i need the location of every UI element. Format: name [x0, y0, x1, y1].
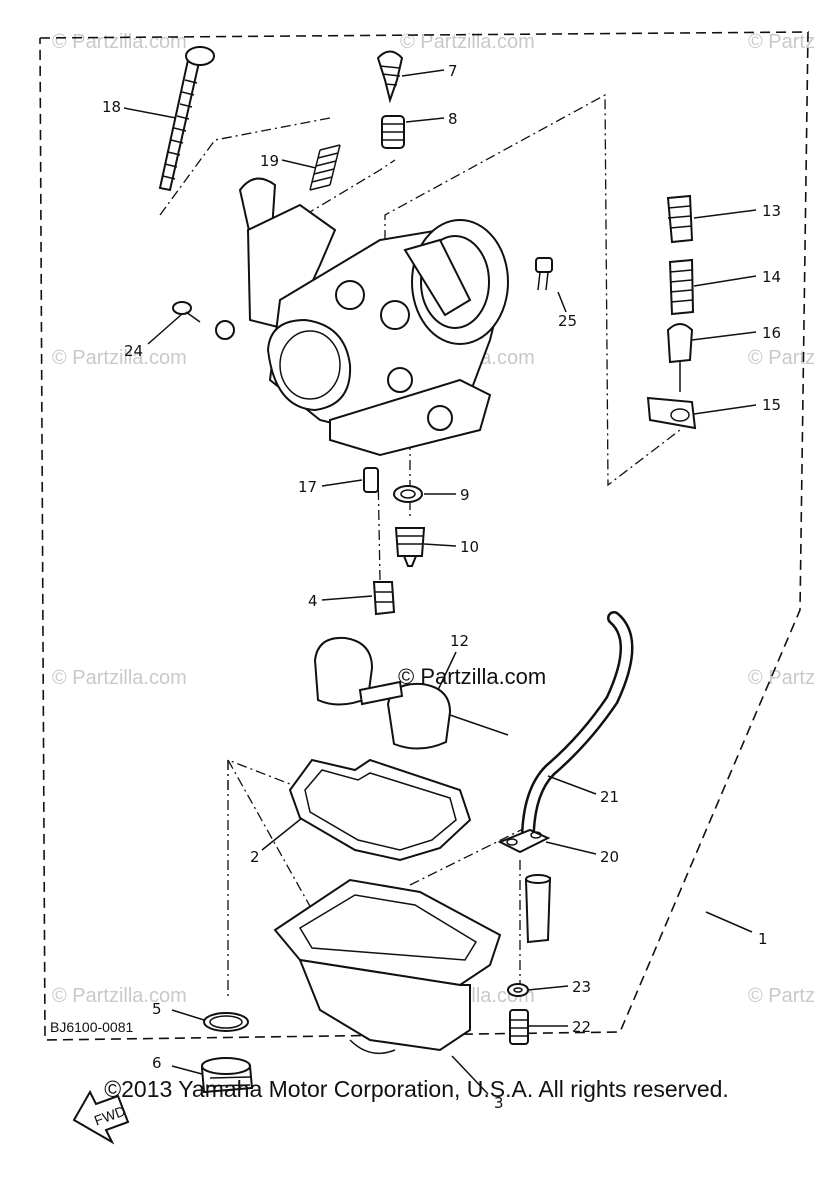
- callout-21: 21: [600, 788, 619, 806]
- part-23-washer: [507, 983, 529, 997]
- callout-13: 13: [762, 202, 781, 220]
- watermark: © Partzilla.com: [52, 31, 187, 53]
- part-16-starter-plunger: [666, 323, 694, 392]
- watermark-layer: © Partzilla.com © Partzilla.com © Partz …: [52, 31, 815, 1007]
- callout-25: 25: [558, 312, 577, 330]
- part-22-screw: [509, 1009, 529, 1045]
- watermark: © Partz: [748, 985, 815, 1007]
- callout-5: 5: [152, 1000, 162, 1018]
- callout-14: 14: [762, 268, 781, 286]
- callout-12: 12: [450, 632, 469, 650]
- callout-2: 2: [250, 848, 260, 866]
- part-1-carburetor-body: [215, 177, 509, 457]
- callout-7: 7: [448, 62, 458, 80]
- fwd-arrow-icon: FWD: [72, 1089, 130, 1145]
- part-2-float-chamber-gasket: [288, 758, 472, 862]
- callout-1: 1: [758, 930, 768, 948]
- part-15-plate: [646, 396, 697, 430]
- callout-6: 6: [152, 1054, 162, 1072]
- assembly-border: [39, 31, 809, 1041]
- watermark: © Partzilla.com: [52, 347, 187, 369]
- part-4-main-jet: [372, 581, 396, 616]
- part-drain-pipe: [524, 874, 552, 944]
- callout-17: 17: [298, 478, 317, 496]
- part-5-o-ring: [203, 1012, 249, 1032]
- callout-22: 22: [572, 1018, 591, 1036]
- watermark: © Partzilla.com: [52, 985, 187, 1007]
- callout-24: 24: [124, 342, 143, 360]
- part-25-screw: [535, 257, 553, 291]
- callout-18: 18: [102, 98, 121, 116]
- callout-19: 19: [260, 152, 279, 170]
- callout-9: 9: [460, 486, 470, 504]
- part-18-throttle-stop-screw: [158, 46, 215, 192]
- part-9-o-ring: [393, 485, 423, 503]
- part-20-hose-clamp: [497, 828, 551, 854]
- part-14-starter-spring: [668, 258, 695, 316]
- part-8-spring: [381, 115, 405, 149]
- part-17-pilot-jet: [363, 467, 379, 493]
- part-10-needle-jet: [394, 527, 426, 567]
- copyright-notice: ©2013 Yamaha Motor Corporation, U.S.A. A…: [104, 1076, 729, 1102]
- part-7-pilot-air-screw: [376, 50, 404, 104]
- diagram-code: BJ6100-0081: [50, 1019, 134, 1035]
- callout-20: 20: [600, 848, 619, 866]
- callout-15: 15: [762, 396, 781, 414]
- callout-3: 3: [494, 1094, 504, 1112]
- watermark: © Partz: [748, 667, 815, 689]
- part-3-float-chamber: [273, 878, 502, 1055]
- callout-10: 10: [460, 538, 479, 556]
- callout-4: 4: [308, 592, 318, 610]
- part-6-drain-plug: [200, 1057, 254, 1094]
- callout-8: 8: [448, 110, 458, 128]
- watermark: © Partzilla.com: [400, 31, 535, 53]
- callout-23: 23: [572, 978, 591, 996]
- part-13-cable-adjuster: [666, 194, 694, 244]
- watermark: © Partzilla.com: [52, 667, 187, 689]
- center-watermark: © Partzilla.com: [398, 664, 546, 689]
- watermark: © Partz: [748, 31, 815, 53]
- watermark: © Partz: [748, 347, 815, 369]
- part-21-drain-hose: [521, 611, 634, 839]
- part-12-float: [313, 636, 509, 750]
- callout-16: 16: [762, 324, 781, 342]
- callout-labels: 1 2 3 4 5 6 7 8 9 10 12 13 14 15 16 17 1…: [102, 62, 781, 1112]
- part-19-spring: [309, 144, 341, 191]
- leader-lines: [123, 69, 757, 1095]
